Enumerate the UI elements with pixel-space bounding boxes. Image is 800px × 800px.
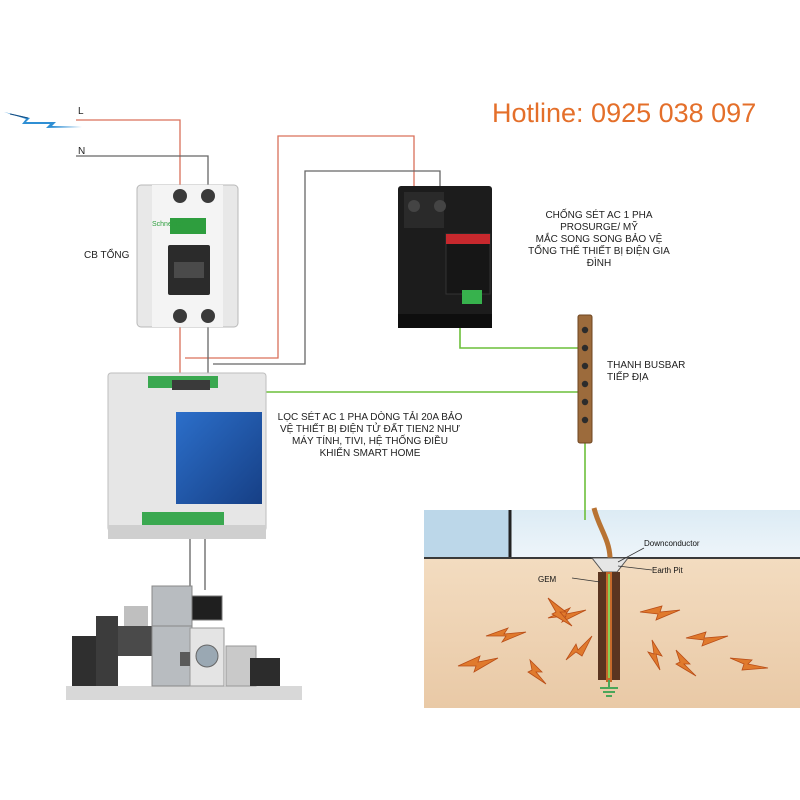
busbar-label: THANH BUSBAR TIẾP ĐỊA: [607, 360, 686, 383]
discharge-arrows: [457, 597, 769, 685]
line-wire: [76, 119, 415, 378]
neutral-label: N: [78, 146, 86, 157]
gem-label: GEM: [538, 575, 557, 584]
surge-protector: [398, 186, 492, 328]
main-breaker-label: CB TỔNG: [84, 250, 130, 261]
downconductor-label: Downconductor: [644, 539, 700, 548]
ground-wire: [225, 325, 586, 520]
neutral-wire: [76, 155, 441, 378]
home-appliances: [66, 585, 302, 700]
surge-filter-label: LỌC SÉT AC 1 PHA DÒNG TẢI 20A BẢO VỆ THI…: [277, 412, 463, 459]
main-breaker: [136, 184, 239, 328]
surge-protector-label: CHỐNG SÉT AC 1 PHA PROSURGE/ MỸ MẮC SONG…: [528, 210, 670, 269]
surge-filter: [107, 372, 267, 539]
lightning-bolt-icon: [4, 112, 82, 128]
earthing-system: [571, 507, 653, 697]
line-label: L: [78, 106, 84, 117]
earth-pit-label: Earth Pit: [652, 566, 683, 575]
breaker-brand: Schneider: [152, 221, 184, 228]
hotline-text: Hotline: 0925 038 097: [492, 98, 757, 128]
ground-busbar: [577, 314, 593, 444]
